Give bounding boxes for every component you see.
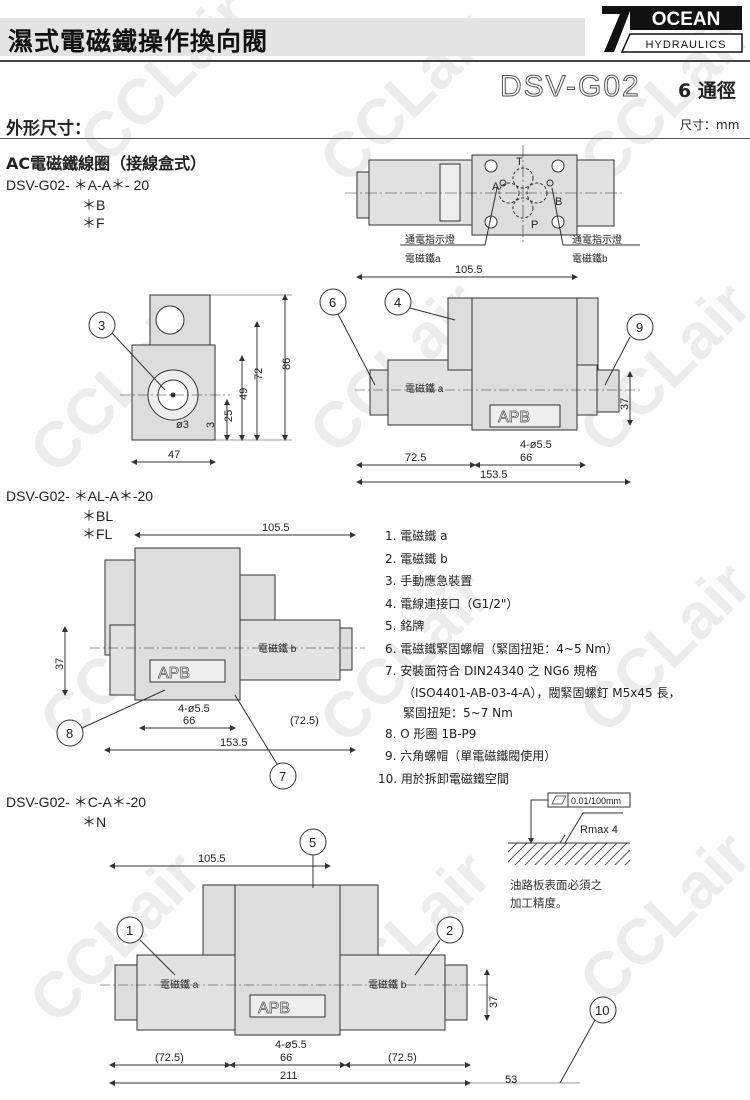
- model-variant: ＊N: [82, 814, 107, 830]
- svg-text:電磁鐵 b: 電磁鐵 b: [368, 978, 407, 991]
- balloon: 1: [126, 923, 133, 938]
- svg-text:105.5: 105.5: [455, 264, 483, 276]
- svg-text:66: 66: [520, 452, 532, 464]
- page-title: 濕式電磁鐵操作換向閥: [8, 27, 269, 56]
- model-variant: ＊BL: [82, 508, 114, 524]
- balloon: 6: [329, 295, 336, 310]
- svg-text:53: 53: [505, 1074, 517, 1086]
- svg-text:(72.5): (72.5): [290, 715, 319, 727]
- ocean-logo: OCEAN HYDRAULICS: [602, 6, 743, 53]
- svg-text:(72.5): (72.5): [155, 1052, 184, 1064]
- surface-spec: 0.01/100mm Rmax 4: [508, 792, 631, 865]
- title-bar: [0, 18, 585, 56]
- bore-size: 6 通徑: [678, 80, 736, 102]
- front-view-drawing: APB 電磁鐵 a 105.5 72.5 66 153.5 4-ø5.5 37 …: [319, 264, 654, 485]
- svg-text:APB: APB: [498, 409, 530, 426]
- model-code: DSV-G02- ＊AL-A＊-20: [6, 488, 154, 504]
- svg-text:72.5: 72.5: [405, 452, 426, 464]
- svg-text:72: 72: [253, 368, 265, 380]
- svg-text:105.5: 105.5: [198, 853, 226, 865]
- svg-text:(72.5): (72.5): [388, 1052, 417, 1064]
- svg-text:4-ø5.5: 4-ø5.5: [520, 439, 552, 451]
- side-view-drawing: 3 86 72 49 25 3 ø3 47: [88, 294, 293, 465]
- svg-text:電磁鐵 b: 電磁鐵 b: [258, 642, 297, 655]
- svg-text:OCEAN: OCEAN: [652, 9, 721, 30]
- lamp-label: 通電指示燈: [572, 233, 622, 246]
- svg-text:86: 86: [281, 358, 293, 370]
- legend-item: 9. 六角螺帽（單電磁鐵閥使用）: [385, 749, 557, 763]
- legend-item: 10. 用於拆卸電磁鐵空間: [378, 771, 509, 786]
- lamp-label: 通電指示燈: [405, 233, 455, 246]
- svg-text:211: 211: [280, 1070, 298, 1082]
- unit-label: 尺寸：mm: [680, 118, 740, 132]
- surface-note: 油路板表面必須之加工精度。: [510, 878, 602, 910]
- parts-legend: 1. 電磁鐵 a 2. 電磁鐵 b 3. 手動應急裝置 4. 電線連接口（G1/…: [378, 525, 681, 790]
- section-title: 外形尺寸：: [6, 119, 91, 139]
- divider: [0, 138, 750, 139]
- balloon: 10: [595, 1003, 609, 1018]
- svg-text:電磁鐵 a: 電磁鐵 a: [160, 978, 199, 991]
- balloon: 4: [394, 295, 401, 310]
- legend-item-cont: （ISO4401-AB-03-4-A），閥緊固螺釘 M5x45 長，: [403, 685, 681, 700]
- port-label: A: [492, 181, 500, 193]
- svg-text:APB: APB: [158, 665, 190, 682]
- svg-text:49: 49: [238, 388, 250, 400]
- svg-text:電磁鐵 a: 電磁鐵 a: [405, 382, 444, 395]
- svg-text:66: 66: [280, 1052, 292, 1064]
- svg-text:66: 66: [183, 715, 195, 727]
- svg-text:Rmax 4: Rmax 4: [580, 824, 618, 836]
- legend-item: 3. 手動應急裝置: [385, 574, 473, 588]
- solenoid-label: 電磁鐵b: [572, 252, 608, 265]
- svg-text:37: 37: [54, 658, 66, 670]
- double-solenoid-drawing: APB 電磁鐵 a 電磁鐵 b 105.5 37 4-ø5.5 (72.5) 6…: [100, 828, 617, 1086]
- port-label: P: [531, 219, 538, 231]
- svg-text:153.5: 153.5: [220, 737, 248, 749]
- single-solenoid-drawing: APB 電磁鐵 b 105.5 37 4-ø5.5 66 (72.5) 153.…: [54, 522, 365, 790]
- legend-item: 8. O 形圈 1B-P9: [385, 726, 477, 741]
- model-variant: ＊F: [82, 215, 105, 231]
- svg-text:47: 47: [168, 449, 180, 461]
- balloon: 7: [279, 769, 286, 784]
- svg-text:4-ø5.5: 4-ø5.5: [275, 1039, 307, 1051]
- legend-item-cont: 緊固扭矩：5~7 Nm: [403, 705, 513, 720]
- balloon: 5: [309, 835, 316, 850]
- model-number: DSV-G02: [500, 70, 641, 104]
- model-variant: ＊FL: [82, 526, 113, 542]
- divider: [0, 60, 750, 62]
- svg-text:153.5: 153.5: [480, 469, 508, 481]
- svg-text:4-ø5.5: 4-ø5.5: [178, 703, 210, 715]
- legend-item: 6. 電磁鐵緊固螺帽（緊固扭矩：4~5 Nm）: [385, 641, 619, 656]
- model-code: DSV-G02- ＊A-A＊- 20: [6, 177, 150, 193]
- svg-text:APB: APB: [258, 1000, 290, 1017]
- svg-text:37: 37: [488, 996, 500, 1008]
- model-variant: ＊B: [82, 197, 106, 213]
- svg-text:ø3: ø3: [176, 419, 189, 431]
- legend-item: 7. 安裝面符合 DIN24340 之 NG6 規格: [385, 664, 598, 678]
- legend-item: 5. 銘牌: [385, 619, 425, 633]
- svg-text:25: 25: [223, 410, 235, 422]
- solenoid-label: 電磁鐵a: [405, 252, 441, 265]
- balloon: 8: [66, 726, 73, 741]
- svg-text:3: 3: [205, 422, 217, 428]
- port-label: T: [516, 156, 523, 168]
- legend-item: 1. 電磁鐵 a: [385, 529, 448, 543]
- svg-text:37: 37: [619, 398, 631, 410]
- svg-text:0.01/100mm: 0.01/100mm: [571, 796, 621, 806]
- balloon: 9: [636, 320, 643, 335]
- legend-item: 2. 電磁鐵 b: [385, 551, 448, 566]
- model-code: DSV-G02- ＊C-A＊-20: [6, 794, 147, 810]
- port-label: B: [555, 196, 562, 208]
- top-view-drawing: T A B P 通電指示燈 電磁鐵a 通電指示燈 電磁鐵b: [345, 145, 640, 265]
- svg-text:105.5: 105.5: [262, 522, 290, 534]
- coil-heading: AC電磁鐵線圈（接線盒式）: [6, 154, 207, 173]
- svg-text:HYDRAULICS: HYDRAULICS: [646, 39, 727, 51]
- legend-item: 4. 電線連接口（G1/2"）: [385, 596, 519, 611]
- balloon: 2: [446, 923, 453, 938]
- balloon: 3: [98, 318, 105, 333]
